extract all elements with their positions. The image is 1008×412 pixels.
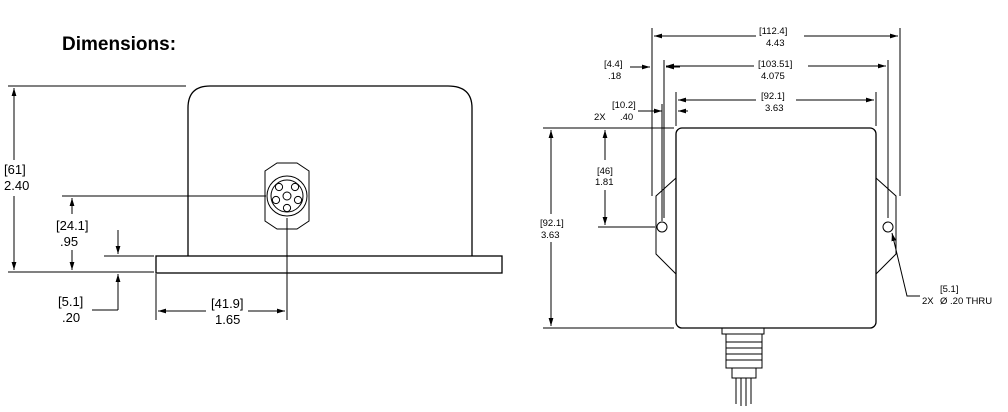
edge-inset-in-label: .18 bbox=[608, 71, 621, 82]
housing-top bbox=[675, 127, 877, 329]
connector-height-in-label: .95 bbox=[60, 234, 78, 249]
mounting-hole-right bbox=[882, 221, 894, 233]
dim-height: [61] 2.40 bbox=[4, 85, 186, 273]
body-height-mm-label: [92.1] bbox=[540, 218, 564, 229]
dim-hole-inset: [10.2] 2X .40 bbox=[594, 100, 688, 221]
housing-outline bbox=[187, 85, 473, 256]
hole-callout-mm-label: [5.1] bbox=[940, 284, 959, 295]
dim-edge-inset: [4.4] .18 bbox=[604, 59, 680, 82]
hole-callout-spec-label: Ø .20 THRU bbox=[940, 296, 992, 307]
dim-hole-callout: [5.1] 2X Ø .20 THRU bbox=[891, 232, 992, 307]
mounting-ear-left bbox=[655, 177, 677, 275]
dim-overall-width: [112.4] 4.43 bbox=[651, 26, 901, 196]
height-in-label: 2.40 bbox=[4, 178, 29, 193]
edge-inset-mm-label: [4.4] bbox=[604, 59, 623, 70]
dim-connector-height: [24.1] .95 bbox=[56, 195, 266, 270]
hole-inset-in-label: .40 bbox=[620, 112, 633, 123]
page-title: Dimensions: bbox=[62, 34, 177, 55]
flange-thickness-in-label: .20 bbox=[62, 310, 80, 325]
hole-callout-qty-label: 2X bbox=[922, 296, 934, 307]
hole-spacing-mm-label: [103.51] bbox=[758, 59, 792, 70]
flange-thickness-mm-label: [5.1] bbox=[58, 294, 83, 309]
hole-y-in-label: 1.81 bbox=[595, 177, 614, 188]
hole-inset-qty-label: 2X bbox=[594, 112, 606, 123]
top-view: [112.4] 4.43 [103.51] 4.075 [4.4] .18 bbox=[540, 26, 992, 406]
body-width-mm-label: [92.1] bbox=[761, 91, 785, 102]
hole-y-mm-label: [46] bbox=[597, 166, 613, 177]
side-view: [61] 2.40 [24.1] .95 [5.1] .20 bbox=[4, 85, 503, 327]
connector-height-mm-label: [24.1] bbox=[56, 218, 89, 233]
mounting-hole-left bbox=[656, 221, 668, 233]
dim-flange-thickness: [5.1] .20 bbox=[58, 230, 154, 325]
hole-inset-mm-label: [10.2] bbox=[612, 100, 636, 111]
body-width-in-label: 3.63 bbox=[765, 103, 784, 114]
mounting-ear-right bbox=[875, 177, 897, 275]
mounting-flange bbox=[155, 255, 503, 274]
dim-body-height: [92.1] 3.63 bbox=[540, 127, 674, 329]
body-height-in-label: 3.63 bbox=[541, 230, 560, 241]
connector-offset-mm-label: [41.9] bbox=[211, 296, 244, 311]
connector-front bbox=[264, 162, 310, 230]
overall-width-mm-label: [112.4] bbox=[759, 26, 787, 37]
dim-hole-spacing: [103.51] 4.075 bbox=[663, 59, 889, 218]
hole-spacing-in-label: 4.075 bbox=[761, 71, 785, 82]
connector-offset-in-label: 1.65 bbox=[215, 312, 240, 327]
dim-hole-y: [46] 1.81 bbox=[595, 130, 655, 228]
connector-side bbox=[721, 327, 765, 406]
dim-body-width: [92.1] 3.63 bbox=[675, 91, 877, 126]
height-mm-label: [61] bbox=[4, 162, 26, 177]
overall-width-in-label: 4.43 bbox=[766, 38, 785, 49]
dim-connector-offset: [41.9] 1.65 bbox=[155, 218, 288, 327]
